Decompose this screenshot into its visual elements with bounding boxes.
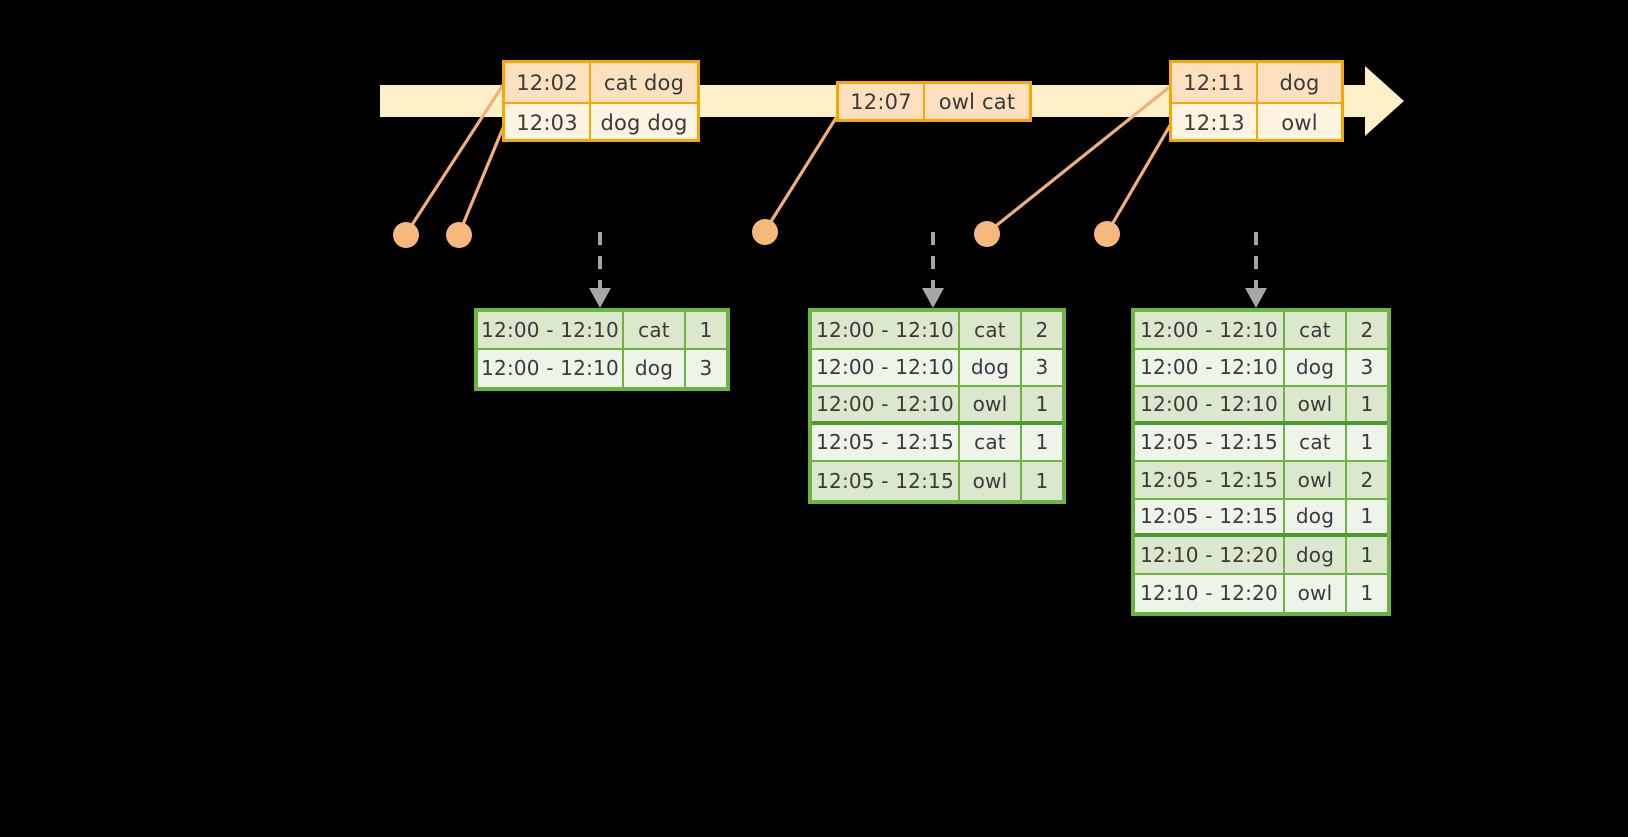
event-group-2[interactable]: 12:07 owl cat (836, 81, 1032, 122)
cell-count: 1 (686, 312, 726, 348)
dashed-arrow-right (1245, 232, 1267, 308)
cell-window: 12:05 - 12:15 (1135, 499, 1285, 533)
cell-window: 12:05 - 12:15 (812, 424, 960, 460)
event-group-1[interactable]: 12:02 cat dog 12:03 dog dog (502, 60, 700, 142)
processing-dot-4 (974, 221, 1000, 247)
cell-window: 12:00 - 12:10 (1135, 387, 1285, 421)
table-row[interactable]: 12:05 - 12:15 cat 1 (1135, 424, 1387, 462)
result-table-left[interactable]: 12:00 - 12:10 cat 1 12:00 - 12:10 dog 3 (474, 308, 730, 391)
processing-dot-2 (446, 222, 472, 248)
cell-count: 3 (1022, 349, 1062, 385)
event-row[interactable]: 12:07 owl cat (839, 84, 1029, 119)
cell-key: owl (1285, 387, 1347, 421)
cell-window: 12:05 - 12:15 (812, 462, 960, 500)
cell-window: 12:00 - 12:10 (812, 387, 960, 421)
cell-count: 1 (1022, 387, 1062, 421)
event-row[interactable]: 12:02 cat dog (505, 63, 697, 102)
cell-count: 2 (1347, 312, 1387, 348)
cell-count: 3 (686, 349, 726, 387)
cell-window: 12:05 - 12:15 (1135, 424, 1285, 460)
table-row[interactable]: 12:05 - 12:15 dog 1 (1135, 499, 1387, 537)
connector-line-2 (457, 126, 505, 236)
cell-count: 1 (1347, 537, 1387, 573)
table-row[interactable]: 12:00 - 12:10 dog 3 (812, 349, 1062, 387)
cell-key: owl (1285, 462, 1347, 498)
cell-key: owl (960, 462, 1022, 500)
event-time: 12:11 (1172, 63, 1258, 102)
table-row[interactable]: 12:05 - 12:15 cat 1 (812, 424, 1062, 462)
connector-line-3 (763, 116, 838, 233)
cell-count: 1 (1347, 574, 1387, 612)
cell-key: owl (960, 387, 1022, 421)
table-row[interactable]: 12:00 - 12:10 cat 2 (1135, 312, 1387, 350)
cell-window: 12:00 - 12:10 (1135, 312, 1285, 348)
table-row[interactable]: 12:05 - 12:15 owl 1 (812, 462, 1062, 500)
cell-key: dog (1285, 349, 1347, 385)
event-group-3[interactable]: 12:11 dog 12:13 owl (1169, 60, 1344, 142)
cell-count: 1 (1347, 499, 1387, 533)
cell-key: cat (1285, 312, 1347, 348)
cell-window: 12:00 - 12:10 (1135, 349, 1285, 385)
table-row[interactable]: 12:00 - 12:10 owl 1 (1135, 387, 1387, 425)
event-words: dog (1258, 63, 1341, 102)
processing-dot-3 (752, 219, 778, 245)
processing-dot-1 (393, 222, 419, 248)
connector-line-5 (1105, 120, 1174, 235)
cell-window: 12:00 - 12:10 (812, 312, 960, 348)
event-time: 12:03 (505, 104, 591, 141)
cell-window: 12:00 - 12:10 (812, 349, 960, 385)
event-row[interactable]: 12:03 dog dog (505, 102, 697, 141)
cell-key: dog (1285, 537, 1347, 573)
event-row[interactable]: 12:13 owl (1172, 102, 1341, 141)
cell-count: 1 (1022, 462, 1062, 500)
table-row[interactable]: 12:10 - 12:20 dog 1 (1135, 537, 1387, 575)
table-row[interactable]: 12:00 - 12:10 dog 3 (1135, 349, 1387, 387)
cell-count: 2 (1347, 462, 1387, 498)
dashed-arrows (589, 232, 1267, 308)
table-row[interactable]: 12:00 - 12:10 cat 2 (812, 312, 1062, 350)
cell-key: cat (960, 424, 1022, 460)
cell-key: dog (960, 349, 1022, 385)
result-table-right[interactable]: 12:00 - 12:10 cat 2 12:00 - 12:10 dog 3 … (1131, 308, 1391, 616)
cell-count: 1 (1022, 424, 1062, 460)
cell-key: cat (1285, 424, 1347, 460)
event-row[interactable]: 12:11 dog (1172, 63, 1341, 102)
cell-count: 1 (1347, 424, 1387, 460)
cell-key: cat (960, 312, 1022, 348)
cell-key: dog (1285, 499, 1347, 533)
table-row[interactable]: 12:00 - 12:10 dog 3 (478, 349, 726, 387)
event-time: 12:02 (505, 63, 591, 102)
table-row[interactable]: 12:00 - 12:10 cat 1 (478, 312, 726, 350)
table-row[interactable]: 12:10 - 12:20 owl 1 (1135, 574, 1387, 612)
table-row[interactable]: 12:05 - 12:15 owl 2 (1135, 462, 1387, 500)
table-row[interactable]: 12:00 - 12:10 owl 1 (812, 387, 1062, 425)
event-time: 12:13 (1172, 104, 1258, 141)
cell-key: dog (624, 349, 686, 387)
event-words: owl (1281, 110, 1318, 135)
result-table-middle[interactable]: 12:00 - 12:10 cat 2 12:00 - 12:10 dog 3 … (808, 308, 1066, 504)
cell-window: 12:00 - 12:10 (478, 349, 624, 387)
cell-window: 12:10 - 12:20 (1135, 574, 1285, 612)
dashed-arrow-middle (922, 232, 944, 308)
dashed-arrow-left (589, 232, 611, 308)
event-words: owl cat (925, 84, 1029, 119)
cell-window: 12:10 - 12:20 (1135, 537, 1285, 573)
event-time: 12:07 (839, 84, 925, 119)
cell-count: 2 (1022, 312, 1062, 348)
connector-line-1 (404, 83, 505, 236)
cell-window: 12:00 - 12:10 (478, 312, 624, 348)
event-words: cat dog (591, 63, 697, 102)
cell-key: cat (624, 312, 686, 348)
cell-window: 12:05 - 12:15 (1135, 462, 1285, 498)
cell-key: owl (1285, 574, 1347, 612)
processing-dot-5 (1094, 221, 1120, 247)
cell-count: 1 (1347, 387, 1387, 421)
event-words: dog dog (600, 110, 688, 135)
dot-markers (393, 219, 1120, 248)
cell-count: 3 (1347, 349, 1387, 385)
